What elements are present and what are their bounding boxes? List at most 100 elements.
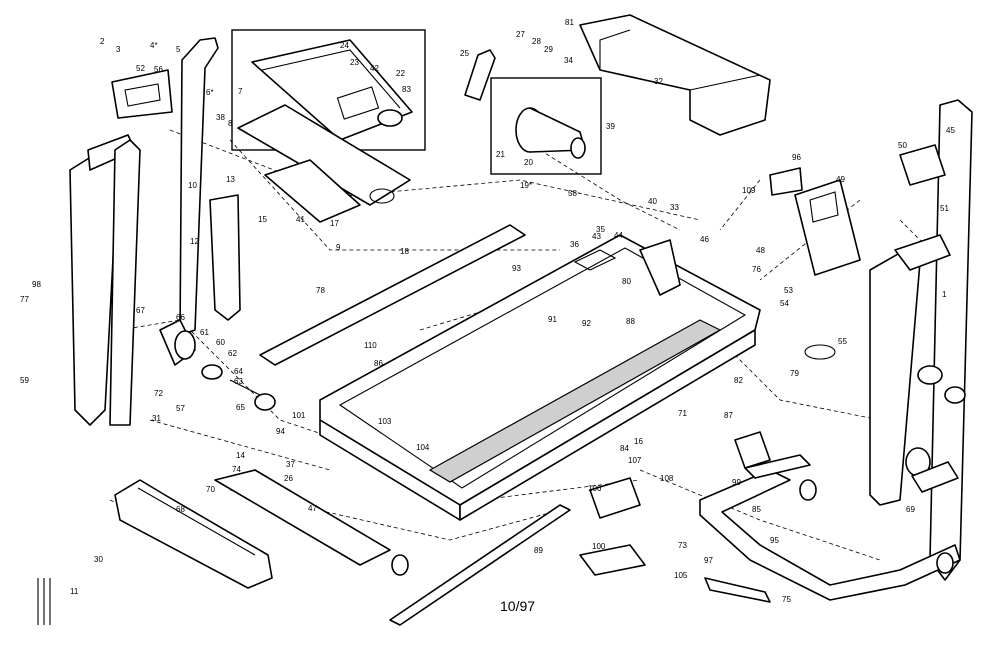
part-callout-25: 25 (460, 49, 469, 58)
part-callout-110: 110 (364, 341, 377, 350)
part-callout-95: 95 (770, 536, 779, 545)
part-callout-50: 50 (898, 141, 907, 150)
part-callout-19: 19* (520, 181, 532, 190)
roller-parts-drawing (159, 319, 276, 411)
part-callout-27: 27 (516, 30, 525, 39)
part-callout-8: 8 (228, 119, 233, 128)
part-callout-109: 109 (742, 186, 756, 195)
part-callout-92: 92 (582, 319, 591, 328)
deck-frame-drawing (259, 224, 761, 521)
front-hood-drawing (37, 469, 641, 626)
part-callout-33: 33 (670, 203, 679, 212)
part-callout-30: 30 (94, 555, 103, 564)
part-callout-61: 61 (200, 328, 209, 337)
left-upright-drawing (69, 37, 241, 426)
part-callout-98: 98 (32, 280, 41, 289)
part-callout-47: 47 (308, 504, 317, 513)
part-callout-73: 73 (678, 541, 687, 550)
part-callout-94: 94 (276, 427, 285, 436)
drive-pulley-drawing (464, 49, 602, 175)
part-callout-96: 96 (792, 153, 801, 162)
part-callout-2: 2 (100, 37, 105, 46)
part-callout-76: 76 (752, 265, 761, 274)
part-callout-15: 15 (258, 215, 267, 224)
part-callout-56: 56 (154, 65, 163, 74)
part-callout-42: 42 (370, 64, 379, 73)
part-callout-87: 87 (724, 411, 733, 420)
part-callout-45: 45 (946, 126, 955, 135)
part-callout-16: 16 (634, 437, 643, 446)
part-callout-22: 22 (396, 69, 405, 78)
part-callout-3: 3 (116, 45, 121, 54)
part-callout-93: 93 (512, 264, 521, 273)
part-callout-83: 83 (402, 85, 411, 94)
motor-hood-drawing (579, 14, 771, 136)
part-callout-40: 40 (648, 197, 657, 206)
part-callout-7: 7 (238, 87, 243, 96)
part-callout-21: 21 (496, 150, 505, 159)
part-callout-72: 72 (154, 389, 163, 398)
part-callout-101: 101 (292, 411, 306, 420)
part-callout-29: 29 (544, 45, 553, 54)
part-callout-48: 48 (756, 246, 765, 255)
part-callout-26: 26 (284, 474, 293, 483)
part-callout-44: 44 (614, 231, 623, 240)
part-callout-82: 82 (734, 376, 743, 385)
part-callout-46: 46 (700, 235, 709, 244)
part-callout-75: 75 (782, 595, 791, 604)
part-callout-108: 108 (660, 474, 674, 483)
part-callout-84: 84 (620, 444, 629, 453)
console-assembly-drawing (231, 29, 426, 223)
part-callout-55: 55 (838, 337, 847, 346)
part-callout-60: 60 (216, 338, 225, 347)
part-callout-31: 31 (152, 414, 161, 423)
part-callout-85: 85 (752, 505, 761, 514)
part-callout-86: 86 (374, 359, 383, 368)
part-callout-105: 105 (674, 571, 688, 580)
part-callout-107: 107 (628, 456, 642, 465)
part-callout-6: 6* (206, 88, 214, 97)
part-callout-14: 14 (236, 451, 245, 460)
part-callout-59: 59 (20, 376, 29, 385)
part-callout-53: 53 (784, 286, 793, 295)
part-callout-51: 51 (940, 204, 949, 213)
part-callout-1: 1 (942, 290, 947, 299)
part-callout-41: 41 (296, 215, 305, 224)
part-callout-20: 20 (524, 158, 533, 167)
part-callout-81: 81 (565, 18, 574, 27)
part-callout-37: 37 (286, 460, 295, 469)
part-callout-4: 4* (150, 41, 158, 50)
part-callout-11: 11 (70, 587, 79, 596)
part-callout-10: 10 (188, 181, 197, 190)
part-callout-34: 34 (564, 56, 573, 65)
part-callout-70: 70 (206, 485, 215, 494)
part-callout-57: 57 (176, 404, 185, 413)
part-callout-97: 97 (704, 556, 713, 565)
part-callout-106: 106 (588, 484, 602, 493)
part-callout-9: 9 (336, 243, 341, 252)
part-callout-66: 66 (176, 313, 185, 322)
part-callout-13: 13 (226, 175, 235, 184)
part-callout-78: 78 (316, 286, 325, 295)
part-callout-88: 88 (626, 317, 635, 326)
part-callout-71: 71 (678, 409, 687, 418)
part-callout-32: 32 (654, 77, 663, 86)
part-callout-18: 18 (400, 247, 409, 256)
part-callout-36: 36 (570, 240, 579, 249)
part-callout-63: 63 (234, 377, 243, 386)
part-callout-100: 100 (592, 542, 606, 551)
part-callout-74: 74 (232, 465, 241, 474)
part-callout-69: 69 (906, 505, 915, 514)
part-callout-52: 52 (136, 64, 145, 73)
part-callout-104: 104 (416, 443, 430, 452)
part-callout-28: 28 (532, 37, 541, 46)
part-callout-49: 49 (836, 175, 845, 184)
part-callout-65: 65 (236, 403, 245, 412)
part-callout-99: 99 (732, 478, 741, 487)
part-callout-17: 17 (330, 219, 339, 228)
part-callout-91: 91 (548, 315, 557, 324)
part-callout-12: 12 (190, 237, 199, 246)
part-callout-103: 103 (378, 417, 392, 426)
